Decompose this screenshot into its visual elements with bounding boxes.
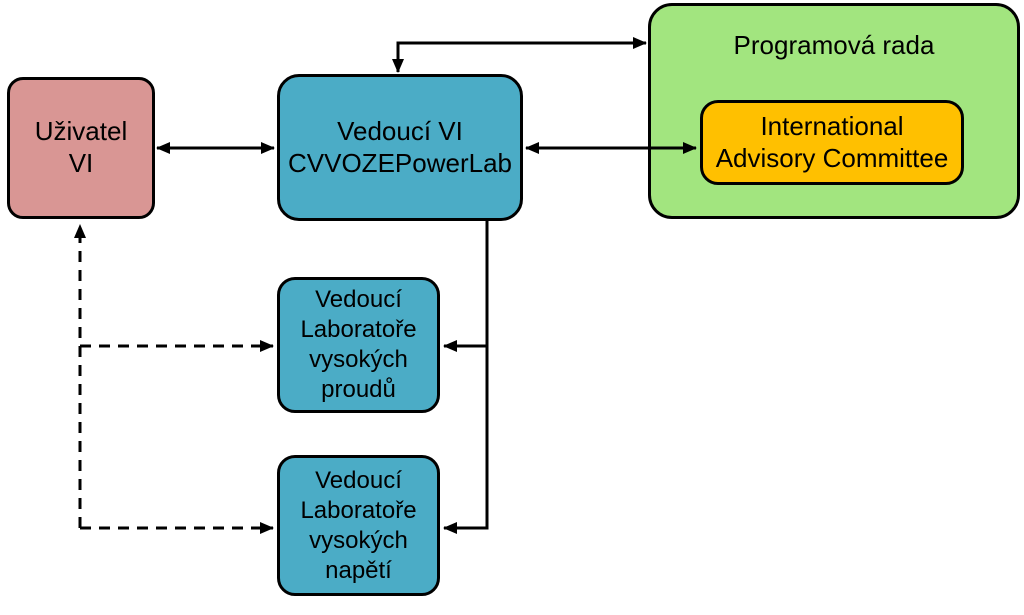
- node-head-vi: Vedoucí VI CVVOZEPowerLab: [277, 74, 523, 221]
- node-lab-currents: Vedoucí Laboratoře vysokých proudů: [277, 277, 440, 413]
- connector-head-lab-voltage: [443, 346, 489, 534]
- node-user-vi: Uživatel VI: [7, 77, 155, 219]
- node-advisory-committee: International Advisory Committee: [700, 100, 964, 185]
- program-board-label: Programová rada: [733, 30, 935, 60]
- node-program-board: Programová rada International Advisory C…: [648, 3, 1020, 219]
- connector-head-lab-currents: [443, 221, 489, 352]
- connector-head-board: [392, 37, 647, 73]
- node-lab-voltage: Vedoucí Laboratoře vysokých napětí: [277, 455, 440, 596]
